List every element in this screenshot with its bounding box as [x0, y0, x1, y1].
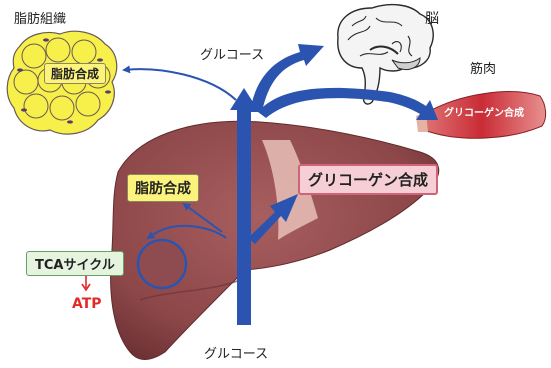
tca-cycle-box: TCAサイクル: [26, 251, 124, 276]
adipose-tissue-label: 脂肪組織: [14, 8, 66, 27]
atp-label: ATP: [72, 296, 102, 312]
muscle-arrow: [258, 88, 438, 120]
liver-fat-synthesis-box: 脂肪合成: [127, 174, 199, 202]
atp-arrow: [82, 274, 90, 290]
adipose-fat-synthesis-box: 脂肪合成: [44, 63, 106, 84]
liver-glycogen-synthesis-box: グリコーゲン合成: [298, 164, 438, 195]
brain-label: 脳: [425, 8, 439, 28]
muscle-glycogen-synthesis-label: グリコーゲン合成: [444, 104, 524, 119]
glucose-top-label: グルコース: [200, 44, 264, 63]
muscle-label: 筋肉: [470, 58, 496, 77]
mitochondria-icon: [138, 240, 186, 288]
adipose-arrow: [124, 69, 236, 100]
glucose-bottom-label: グルコース: [204, 343, 268, 362]
